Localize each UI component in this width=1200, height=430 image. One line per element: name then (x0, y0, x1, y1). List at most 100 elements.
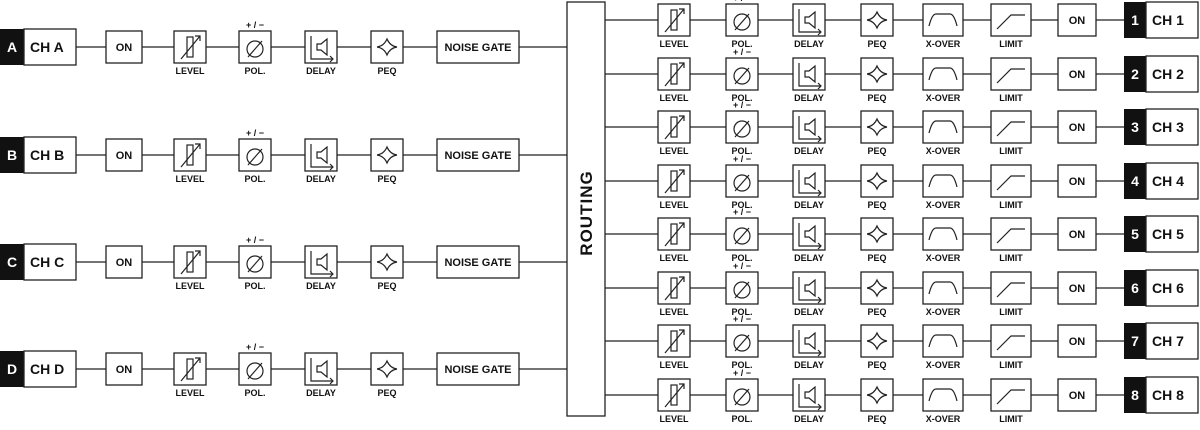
routing-frame (566, 1, 606, 417)
noise-gate-block: NOISE GATE (436, 30, 520, 64)
phase-invert-icon (246, 40, 264, 58)
polarity-sign: + / − (246, 20, 264, 30)
level-block: LEVEL (173, 352, 207, 398)
output-name-box (1145, 322, 1199, 360)
bandpass-curve-icon (928, 281, 958, 295)
noise-gate-label: NOISE GATE (444, 42, 511, 54)
fader-icon (670, 9, 678, 31)
input-letter-badge (0, 137, 24, 173)
xover-label: X-OVER (926, 93, 961, 103)
fader-icon (670, 277, 678, 299)
fader-icon (186, 36, 194, 58)
phase-invert-icon (733, 13, 751, 31)
limiter-curve-icon (996, 121, 1025, 137)
time-axis-icon (798, 330, 821, 354)
level-label: LEVEL (659, 360, 689, 370)
polarity-sign: + / − (733, 261, 751, 271)
output-number-badge (1124, 56, 1146, 92)
arrow-head-icon (679, 8, 685, 14)
xover-block: X-OVER (922, 324, 964, 370)
block-frame (436, 138, 520, 172)
block-frame (990, 164, 1032, 198)
block-frame (922, 378, 964, 412)
eq-curve-icon (866, 385, 888, 405)
block-frame (792, 3, 826, 37)
block-frame (657, 164, 691, 198)
block-frame (725, 217, 759, 251)
input-name: CH D (30, 361, 64, 377)
level-label: LEVEL (659, 146, 689, 156)
output-number-badge (1124, 163, 1146, 199)
xover-block: X-OVER (922, 57, 964, 103)
polarity-sign: + / − (733, 47, 751, 57)
on-label: ON (1069, 15, 1086, 27)
block-frame (657, 324, 691, 358)
time-axis-icon (310, 36, 333, 60)
on-block: ON (105, 30, 143, 64)
level-block: LEVEL (657, 164, 691, 210)
input-letter-badge (0, 351, 24, 387)
block-frame (860, 57, 894, 91)
eq-curve-icon (866, 10, 888, 30)
arrow-head-icon (817, 296, 822, 304)
time-axis-icon (310, 358, 333, 382)
phase-slash-icon (247, 362, 263, 380)
block-frame (725, 110, 759, 144)
peq-label: PEQ (867, 93, 886, 103)
delay-label: DELAY (306, 281, 336, 291)
speaker-icon (804, 331, 816, 351)
xover-block: X-OVER (922, 110, 964, 156)
input-name-box (23, 350, 77, 388)
input-letter: A (7, 39, 17, 55)
phase-slash-icon (247, 148, 263, 166)
limit-label: LIMIT (999, 93, 1023, 103)
delay-block: DELAY (792, 378, 826, 424)
arrow-head-icon (329, 377, 334, 385)
delay-block: DELAY (792, 57, 826, 103)
output-name-box (1145, 215, 1199, 253)
bandpass-curve-icon (928, 227, 958, 241)
block-frame (725, 164, 759, 198)
on-label: ON (116, 364, 133, 376)
output-name-box (1145, 269, 1199, 307)
level-label: LEVEL (659, 307, 689, 317)
variable-arrow-icon (664, 8, 685, 33)
polarity-label: POL. (244, 174, 265, 184)
delay-block: DELAY (304, 138, 338, 184)
limit-label: LIMIT (999, 414, 1023, 424)
limiter-curve-icon (996, 228, 1025, 244)
on-block: ON (1057, 110, 1097, 144)
input-letter-badge (0, 244, 24, 280)
phase-invert-icon (733, 281, 751, 299)
phase-invert-icon (246, 148, 264, 166)
speaker-icon (316, 252, 328, 272)
eq-curve-icon (376, 145, 398, 165)
block-frame (922, 271, 964, 305)
input-name: CH C (30, 254, 64, 270)
on-block: ON (105, 352, 143, 386)
arrow-head-icon (195, 357, 201, 363)
polarity-label: POL. (731, 146, 752, 156)
on-block: ON (1057, 3, 1097, 37)
block-frame (725, 378, 759, 412)
on-block: ON (1057, 164, 1097, 198)
limiter-curve-icon (996, 175, 1025, 191)
polarity-sign: + / − (733, 0, 751, 3)
block-frame (922, 110, 964, 144)
polarity-sign: + / − (733, 368, 751, 378)
xover-block: X-OVER (922, 271, 964, 317)
speaker-icon (804, 385, 816, 405)
polarity-sign: + / − (246, 128, 264, 138)
xover-block: X-OVER (922, 3, 964, 49)
output-number: 5 (1131, 226, 1139, 242)
limiter-curve-icon (996, 68, 1025, 84)
on-block: ON (105, 245, 143, 279)
output-number-badge (1124, 323, 1146, 359)
peq-label: PEQ (867, 39, 886, 49)
time-axis-icon (310, 144, 333, 168)
